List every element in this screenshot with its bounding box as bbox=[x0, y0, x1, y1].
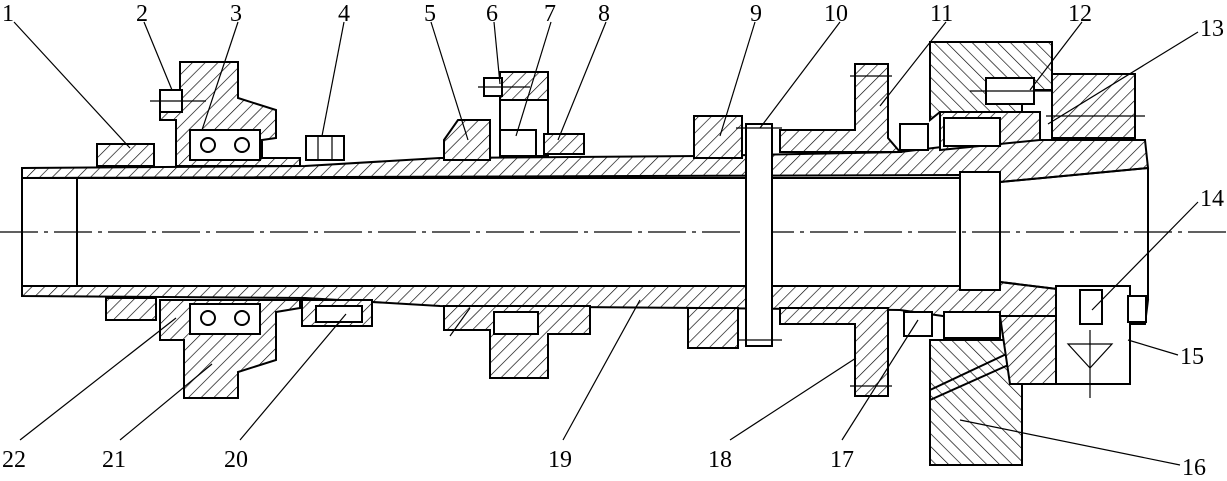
left-bearing-group bbox=[96, 61, 345, 399]
callout-19: 19 bbox=[548, 447, 572, 473]
callout-14: 14 bbox=[1200, 186, 1224, 212]
callout-17: 17 bbox=[830, 447, 854, 473]
callout-1: 1 bbox=[2, 1, 14, 27]
callout-13: 13 bbox=[1200, 16, 1224, 42]
callout-22: 22 bbox=[2, 447, 26, 473]
right-gear-group bbox=[687, 63, 933, 397]
callout-2: 2 bbox=[136, 1, 148, 27]
callout-21: 21 bbox=[102, 447, 126, 473]
callout-9: 9 bbox=[750, 1, 762, 27]
callout-12: 12 bbox=[1068, 1, 1092, 27]
middle-gear-group bbox=[301, 71, 591, 379]
callout-18: 18 bbox=[708, 447, 732, 473]
leader-lines bbox=[13, 21, 1199, 466]
callout-5: 5 bbox=[424, 1, 436, 27]
callout-15: 15 bbox=[1180, 344, 1204, 370]
callout-3: 3 bbox=[230, 1, 242, 27]
callout-6: 6 bbox=[486, 1, 498, 27]
callout-10: 10 bbox=[824, 1, 848, 27]
spindle-shaft bbox=[21, 139, 1150, 325]
callout-11: 11 bbox=[930, 1, 953, 27]
callout-4: 4 bbox=[338, 1, 350, 27]
callout-7: 7 bbox=[544, 1, 556, 27]
right-bearing-group bbox=[929, 41, 1147, 466]
callout-20: 20 bbox=[224, 447, 248, 473]
callout-16: 16 bbox=[1182, 455, 1206, 481]
callout-8: 8 bbox=[598, 1, 610, 27]
